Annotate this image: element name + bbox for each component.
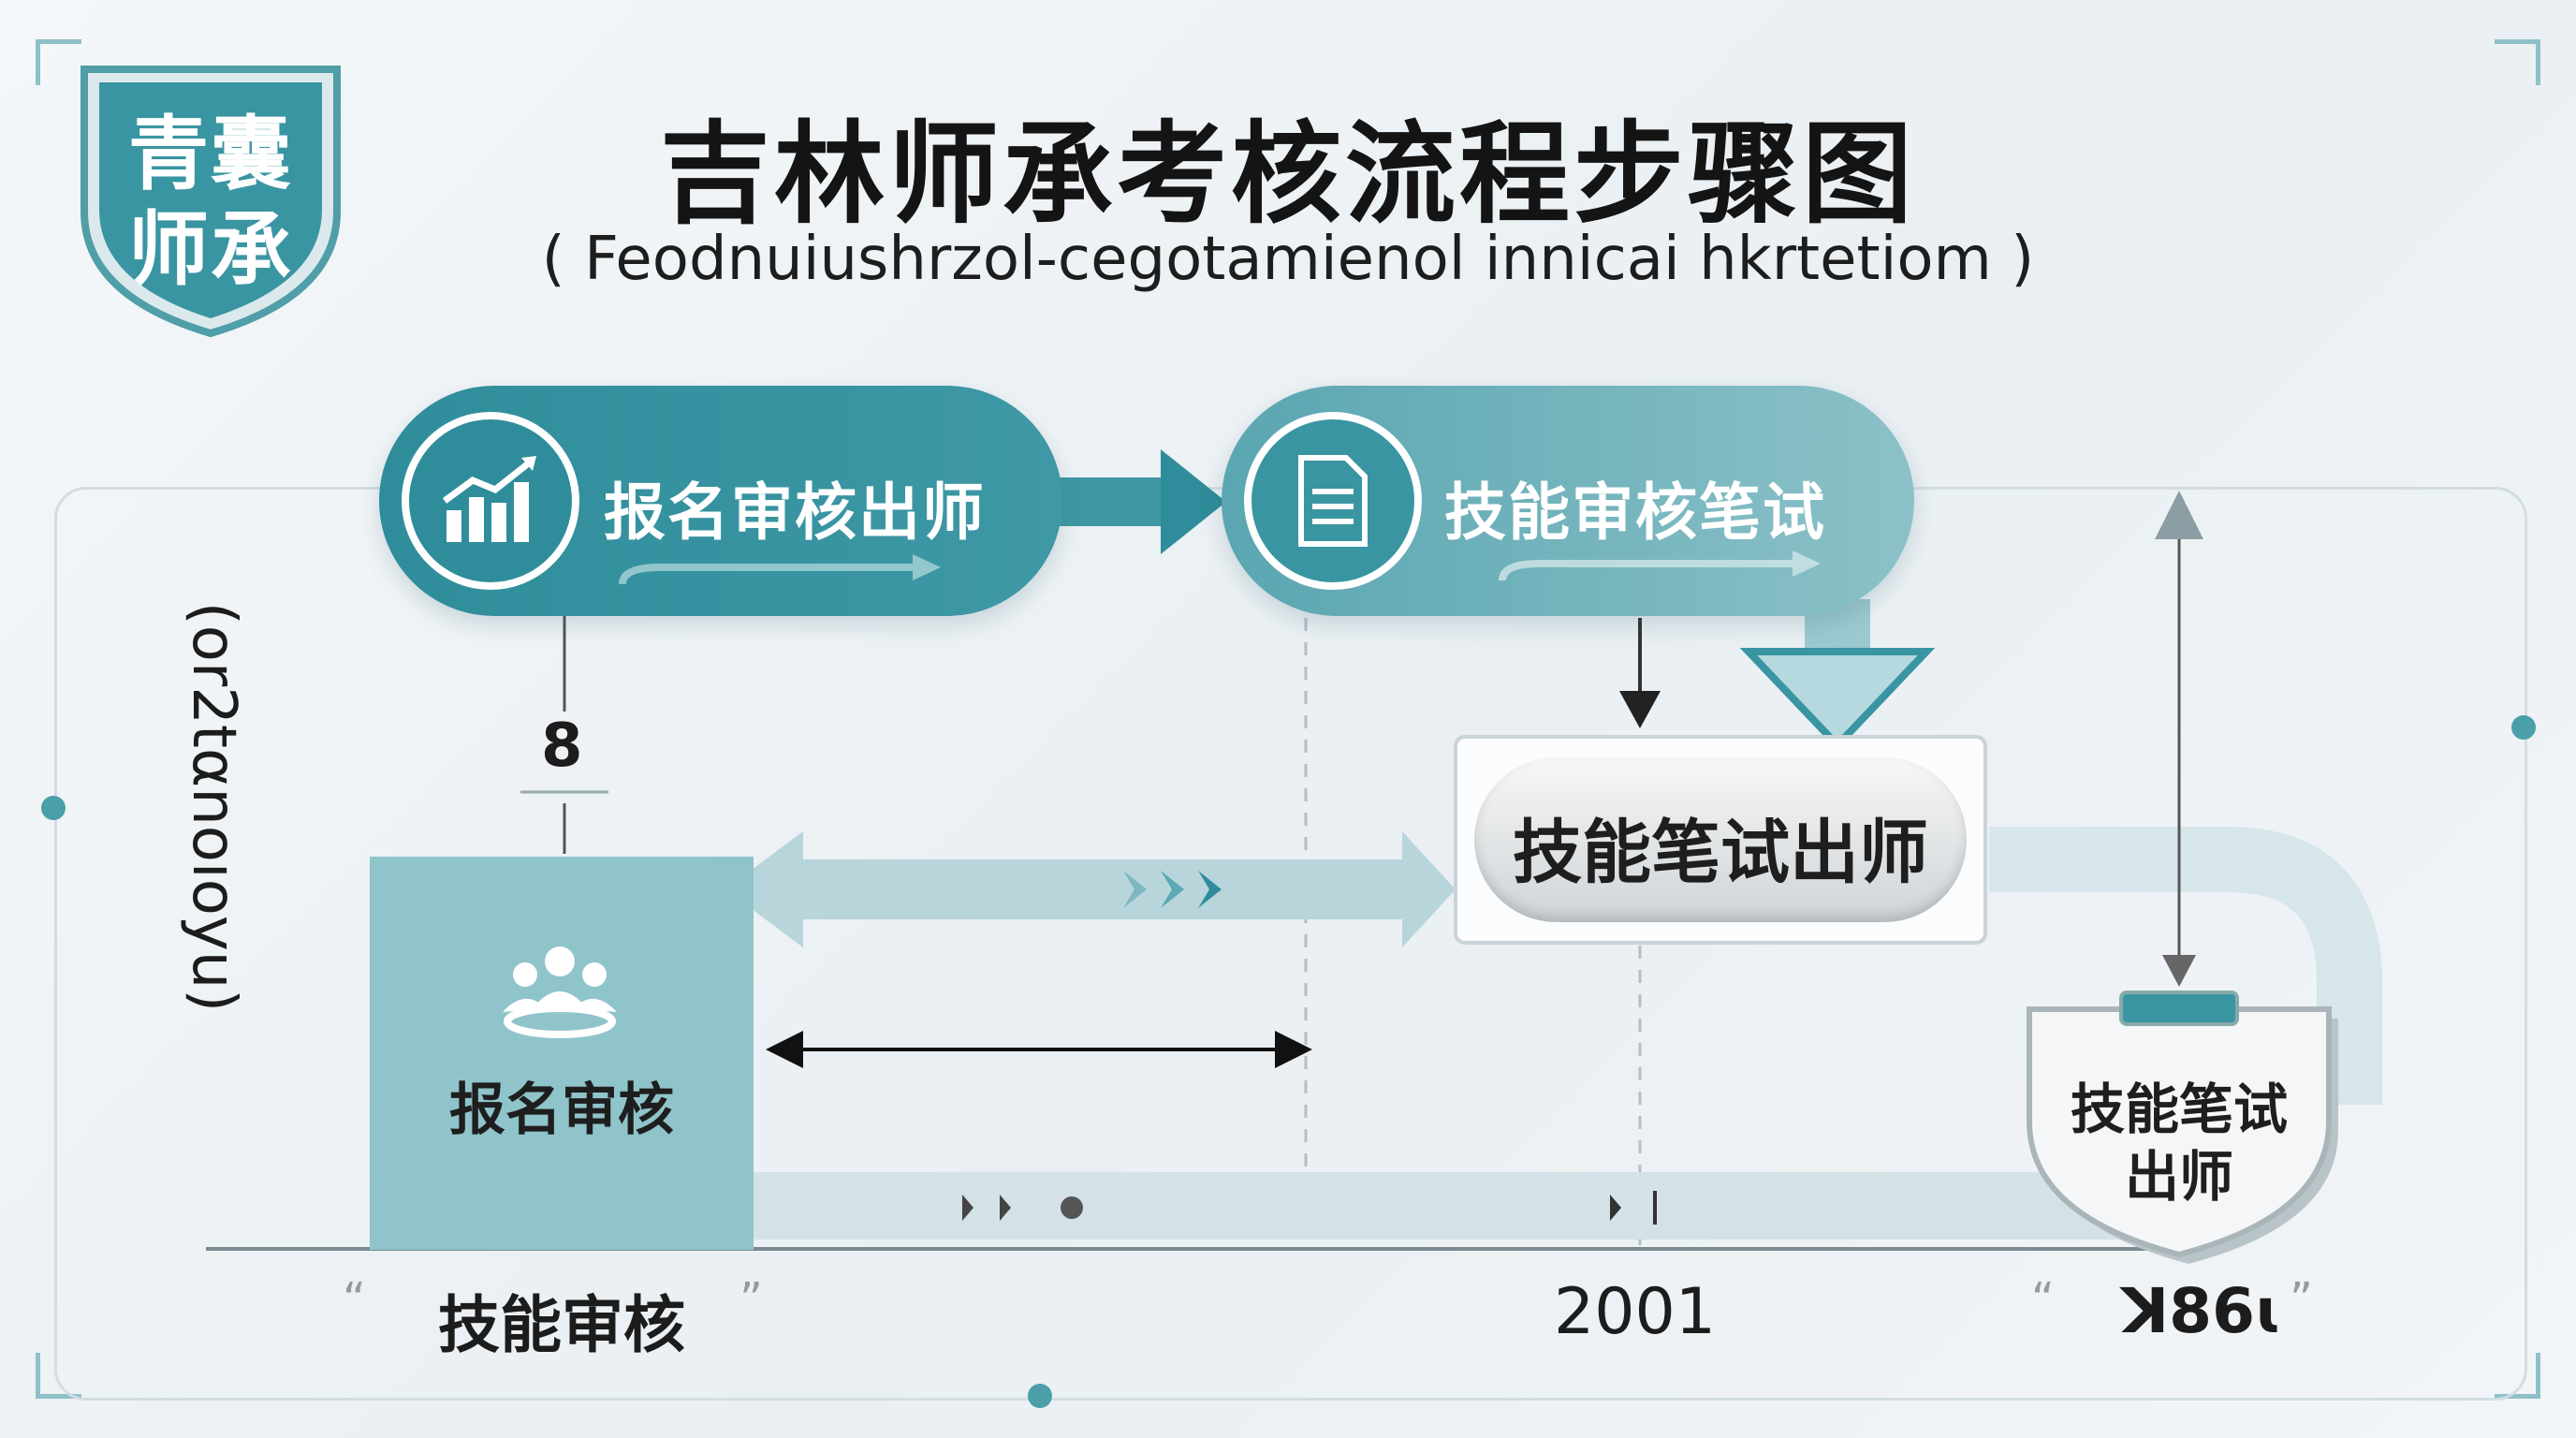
document-icon — [1298, 455, 1368, 547]
corner-bottom-left — [36, 1353, 81, 1399]
return-band — [1989, 827, 2382, 1105]
step1-icon-circle — [402, 412, 579, 590]
step1-pill[interactable]: 报名审核出师 — [379, 386, 1062, 616]
badge-line2: 师承 — [128, 203, 293, 297]
chart-icon — [442, 456, 536, 542]
progress-track — [754, 1172, 2139, 1240]
people-icon — [503, 946, 617, 1038]
step4-label: 报名审核 — [449, 1078, 674, 1143]
frame-dot-bottom — [1028, 1384, 1052, 1408]
number-label: 8 — [541, 712, 583, 781]
badge-line1: 青囊 — [128, 108, 293, 201]
step3-pill — [1474, 757, 1967, 922]
step5-line1: 技能笔试 — [2070, 1078, 2288, 1141]
step2-label: 技能审核笔试 — [1444, 477, 1826, 549]
step2-pill[interactable]: 技能审核笔试 — [1222, 386, 1914, 616]
double-arrow — [725, 831, 1456, 947]
connector-step2-step3-head — [1619, 691, 1661, 728]
shield-icon — [80, 66, 341, 338]
vertical-label: (or2tαnoıoyu) — [179, 601, 248, 1013]
corner-bottom-right — [2495, 1353, 2540, 1399]
bottom-label-right: ꓘ86ɩ — [2121, 1275, 2283, 1347]
step5-shield[interactable]: 技能笔试 出师 — [2020, 990, 2357, 1271]
bottom-label-mid: 2001 — [1554, 1275, 1717, 1349]
arrow-step1-step2-shaft — [1058, 477, 1161, 526]
corner-top-left — [36, 39, 81, 85]
step1-label: 报名审核出师 — [604, 477, 986, 549]
shield-icon — [2027, 990, 2338, 1264]
frame-dot-left — [41, 796, 66, 820]
quote-open-right: “ — [2031, 1273, 2055, 1326]
step3-label: 技能笔试出师 — [1513, 813, 1928, 893]
quote-close-right: ” — [2290, 1273, 2313, 1326]
frame-dot-right — [2511, 715, 2536, 740]
bottom-label-left: 技能审核 — [438, 1289, 685, 1361]
page-title: 吉林师承考核流程步骤图 — [659, 110, 1916, 239]
quote-close-left: ” — [739, 1273, 763, 1326]
corner-top-right — [2495, 39, 2540, 85]
badge-logo: 青囊 师承 — [75, 52, 346, 343]
quote-open-left: “ — [343, 1273, 366, 1326]
arrow-step1-step2-head — [1161, 449, 1226, 554]
page-subtitle: ( Feodnuiushrzol-cegotamienol innicai hk… — [541, 225, 2035, 294]
big-down-arrow-head — [1739, 648, 1936, 751]
step2-icon-circle — [1244, 412, 1422, 590]
step3-box[interactable]: 技能笔试出师 — [1454, 735, 1987, 945]
step4-box[interactable]: 报名审核 — [370, 857, 754, 1250]
step5-line2: 出师 — [2124, 1145, 2233, 1209]
